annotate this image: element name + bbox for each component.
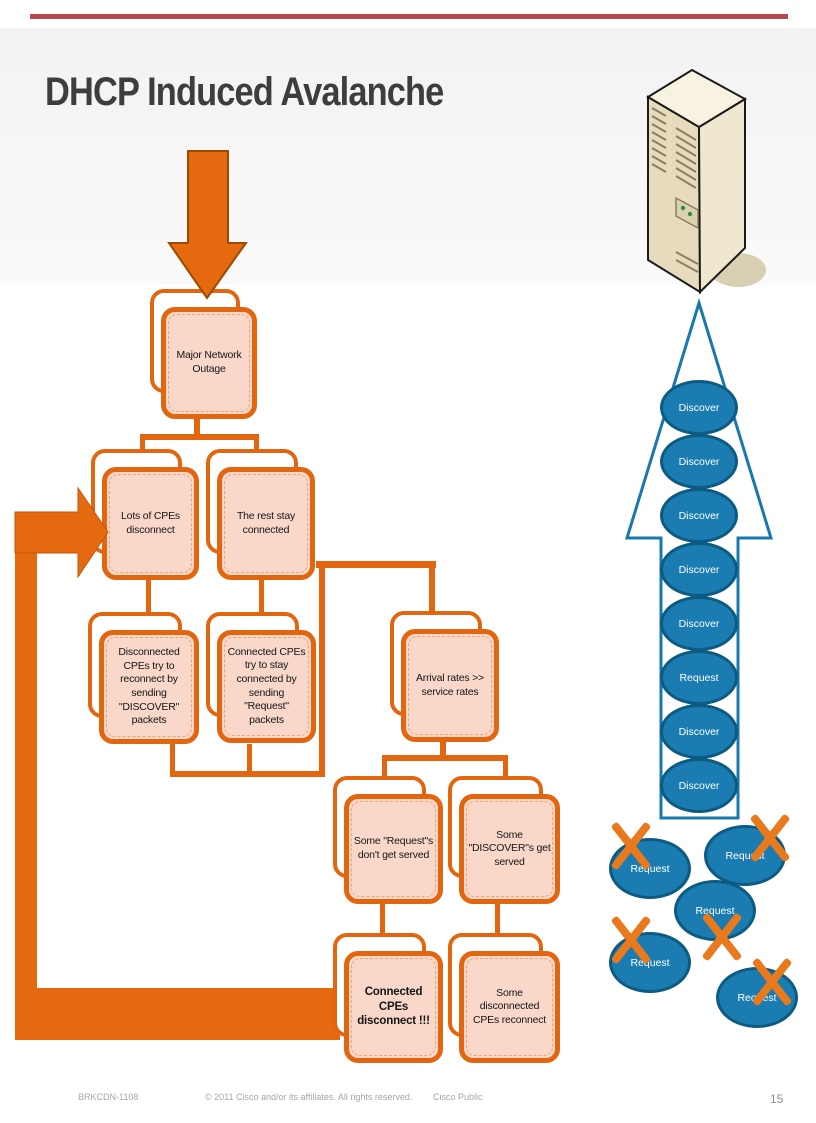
flow-box-shadow	[390, 611, 482, 716]
up-arrow-outline-icon	[624, 297, 774, 820]
flow-box-label: Disconnected CPEs try to reconnect by se…	[118, 646, 180, 727]
flow-connector	[316, 561, 436, 568]
flow-box: Lots of CPEs disconnect	[102, 467, 199, 580]
flow-box-shadow	[150, 289, 240, 393]
flow-box: Disconnected CPEs try to reconnect by se…	[99, 630, 199, 744]
flow-connector	[440, 742, 446, 760]
page-number: 15	[770, 1092, 784, 1106]
flow-box-shadow	[448, 933, 543, 1037]
flow-box-label: Some "DISCOVER"s get served	[468, 828, 551, 868]
flow-connector	[503, 755, 508, 783]
flow-box: Connected CPEs try to stay connected by …	[217, 630, 316, 743]
dropped-packet-ellipse: Request	[609, 932, 691, 993]
dropped-packet-ellipse: Request	[674, 880, 756, 941]
copyright-text: © 2011 Cisco and/or its affiliates. All …	[205, 1092, 413, 1102]
flow-box: Connected CPEs disconnect !!!	[344, 951, 443, 1063]
flow-box-label: Some disconnected CPEs reconnect	[472, 986, 547, 1026]
flow-box: The rest stay connected	[217, 467, 315, 580]
flow-box-label: Some "Request"s don't get served	[353, 835, 434, 861]
slide-footer: BRKCDN-1108 © 2011 Cisco and/or its affi…	[0, 1092, 816, 1112]
flow-box-shadow	[91, 449, 182, 554]
flow-box-shadow	[206, 449, 298, 554]
classification-text: Cisco Public	[433, 1092, 483, 1102]
dropped-packet-ellipse: Request	[609, 838, 691, 899]
feedback-loop-bar	[15, 512, 340, 1040]
dropped-packet-ellipse: Request	[716, 967, 798, 1028]
flow-connector	[382, 755, 508, 761]
flow-box-label: The rest stay connected	[236, 509, 296, 536]
flow-box-label: Connected CPEs disconnect !!!	[357, 985, 430, 1028]
flow-box-label: Connected CPEs try to stay connected by …	[227, 645, 306, 726]
flow-connector	[146, 578, 151, 633]
flow-connector	[382, 755, 387, 783]
flow-connector	[254, 434, 259, 454]
packet-ellipse: Discover	[660, 596, 738, 651]
flow-connector	[429, 561, 435, 619]
packet-ellipse: Discover	[660, 758, 738, 813]
flow-connector	[170, 771, 325, 777]
feedback-arrow-icon	[14, 486, 109, 579]
flow-box-shadow	[448, 776, 543, 878]
flow-connector	[170, 744, 175, 776]
flow-box: Some disconnected CPEs reconnect	[459, 951, 560, 1063]
flow-connector	[495, 901, 500, 933]
top-accent-bar	[30, 14, 788, 19]
flow-box-shadow	[88, 612, 182, 718]
packet-ellipse: Discover	[660, 488, 738, 543]
flow-connector	[259, 578, 264, 633]
flow-connector	[380, 901, 385, 933]
packet-ellipse: Discover	[660, 380, 738, 435]
packet-ellipse: Request	[660, 650, 738, 705]
slide-title: DHCP Induced Avalanche	[45, 70, 444, 114]
packet-ellipse: Discover	[660, 542, 738, 597]
flow-box-label: Lots of CPEs disconnect	[121, 509, 180, 536]
flow-connector	[319, 566, 325, 777]
flow-box-label: Major Network Outage	[176, 349, 242, 375]
flow-box: Major Network Outage	[161, 307, 257, 419]
flow-box-label: Arrival rates >> service rates	[416, 671, 484, 698]
title-band	[0, 28, 816, 284]
flow-box: Arrival rates >> service rates	[401, 629, 499, 742]
flow-box: Some "Request"s don't get served	[344, 794, 443, 904]
flow-connector	[140, 434, 145, 454]
flow-box: Some "DISCOVER"s get served	[459, 794, 560, 904]
flow-connector	[194, 418, 200, 440]
flow-connector	[140, 434, 259, 440]
session-id: BRKCDN-1108	[78, 1092, 139, 1102]
flow-box-shadow	[206, 612, 299, 717]
flow-connector	[247, 744, 252, 776]
packet-ellipse: Discover	[660, 704, 738, 759]
packet-ellipse: Discover	[660, 434, 738, 489]
dropped-packet-ellipse: Request	[704, 825, 786, 886]
flow-box-shadow	[333, 776, 426, 878]
flow-box-shadow	[333, 933, 426, 1037]
